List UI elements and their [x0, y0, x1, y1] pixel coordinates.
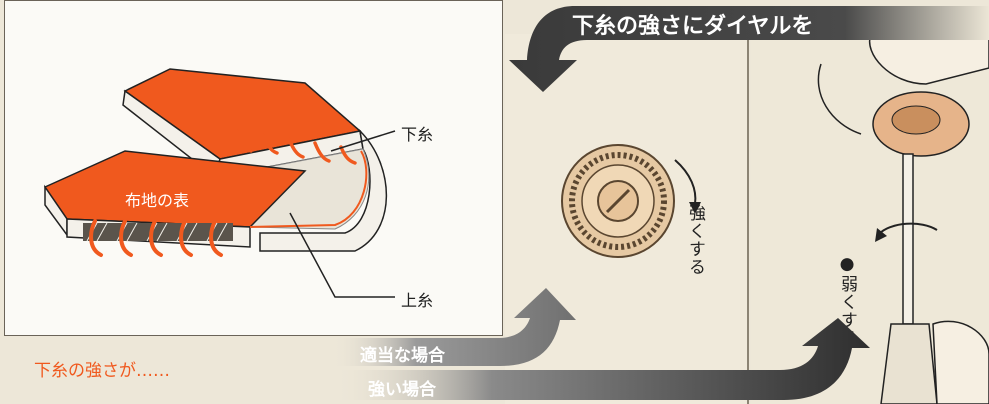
header-title: 下糸の強さにダイヤルを	[572, 14, 814, 39]
tighten-label: 強くする	[685, 204, 705, 276]
bobbin-thread-label: 下糸	[401, 125, 434, 144]
fabric-diagram-panel: 布地の表 下糸 上糸	[4, 0, 503, 336]
header-arrow	[509, 6, 989, 92]
fabric-cross-section-illustration	[43, 68, 396, 298]
fabric-face-label: 布地の表	[125, 191, 190, 210]
screwdriver-adjust-illustration	[817, 34, 989, 404]
panel-divider	[747, 34, 749, 404]
bobbin-dial-illustration	[561, 144, 701, 258]
bottom-arrows	[330, 288, 870, 400]
strong-case-label: 強い場合	[368, 380, 436, 400]
upper-thread-label: 上糸	[401, 291, 434, 310]
screwdriver-panel: ●弱くする	[751, 34, 989, 404]
suitable-case-label: 適当な場合	[360, 346, 445, 366]
bobbin-strength-caption: 下糸の強さが……	[34, 361, 170, 381]
